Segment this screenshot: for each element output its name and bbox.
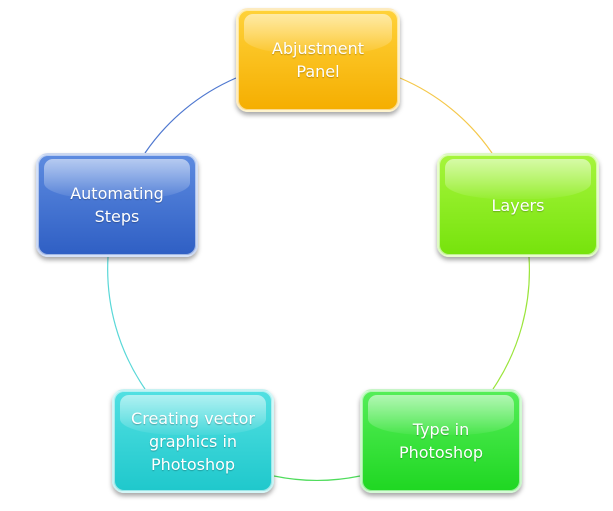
node-layers: Layers bbox=[437, 153, 599, 257]
node-adjustment-panel: Abjustment Panel bbox=[236, 8, 400, 112]
connector-arc-2-3 bbox=[492, 256, 531, 390]
node-label: Creating vector graphics in Photoshop bbox=[131, 408, 255, 474]
connector-arc-3-4 bbox=[273, 475, 361, 482]
node-label: Layers bbox=[491, 195, 545, 215]
node-label: Abjustment Panel bbox=[271, 39, 365, 81]
node-creating-vector-graphics: Creating vector graphics in Photoshop bbox=[112, 389, 274, 493]
connector-arc-4-5 bbox=[107, 256, 146, 390]
node-label: Automating Steps bbox=[70, 184, 164, 226]
node-label: Type in Photoshop bbox=[398, 420, 484, 462]
node-type-in-photoshop: Type in Photoshop bbox=[360, 389, 522, 493]
node-automating-steps: Automating Steps bbox=[36, 153, 198, 257]
connector-arc-5-1 bbox=[144, 77, 237, 154]
connector-arc-1-2 bbox=[399, 77, 493, 154]
